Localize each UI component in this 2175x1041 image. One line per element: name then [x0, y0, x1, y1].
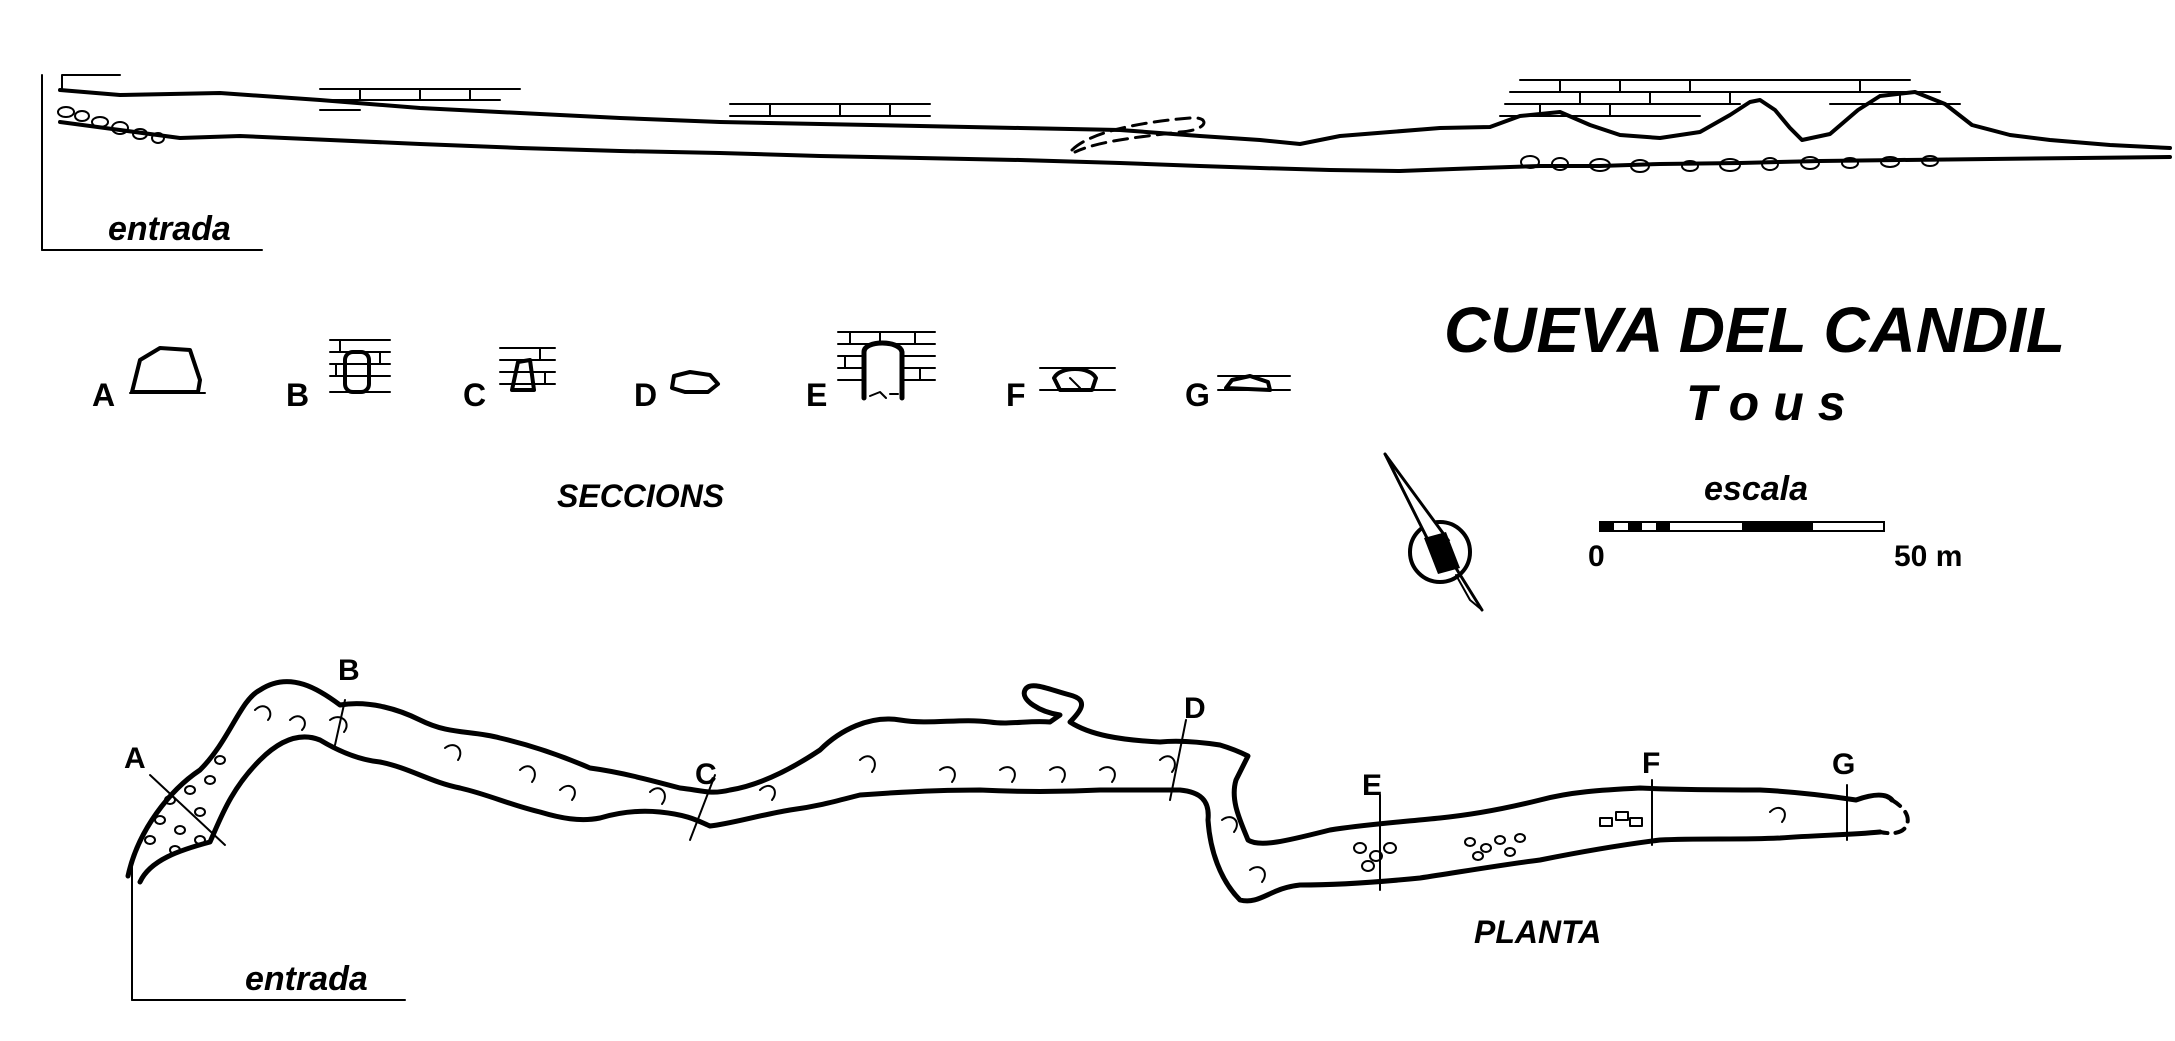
plan-wall-north [125, 679, 1895, 879]
plan-station-letter-d: D [1184, 692, 1206, 725]
sections-heading: SECCIONS [557, 478, 725, 514]
section-shape-c [510, 358, 536, 392]
section-letter-b: B [286, 377, 309, 413]
scale-bar-segment-3 [1656, 522, 1670, 531]
plan-wall-south [137, 734, 1883, 904]
scale-bar-segment-2 [1628, 522, 1642, 531]
title-block: CUEVA DEL CANDIL Tous [1444, 294, 2065, 431]
profile-breakdown-blocks [57, 106, 1939, 173]
section-bedding-c [499, 347, 556, 385]
scale-bar-segment-4 [1742, 522, 1813, 531]
section-letter-e: E [806, 377, 827, 413]
profile-entrance-label: entrada [108, 210, 231, 248]
section-bedding-b [329, 339, 391, 393]
section-shape-b [343, 350, 371, 394]
profile-floor [58, 120, 2172, 173]
plan-view: entrada [124, 654, 1910, 1001]
section-bedding-f [1039, 367, 1116, 391]
section-shape-d [670, 370, 720, 394]
plan-station-letter-b: B [338, 654, 360, 687]
plan-heading: PLANTA [1474, 914, 1601, 950]
scale-bar: escala 0 50 m [1588, 470, 1962, 573]
plan-breakdown-symbols [144, 705, 1786, 883]
section-shape-f [1052, 367, 1098, 392]
scale-label: escala [1704, 470, 1808, 508]
scale-start-label: 0 [1588, 540, 1605, 573]
scale-end-label: 50 m [1894, 540, 1962, 573]
profile-view: entrada [41, 74, 2172, 251]
section-letter-f: F [1006, 377, 1026, 413]
profile-rock-bedding [61, 74, 1961, 117]
plan-passage-end-dashed [1878, 798, 1910, 836]
scale-bar-segment-1 [1600, 522, 1614, 531]
section-letter-a: A [92, 377, 115, 413]
profile-upper-passage-dashed [1070, 116, 1206, 154]
north-arrow-letter: N [1432, 542, 1448, 567]
profile-ceiling [58, 88, 2172, 150]
plan-station-letter-g: G [1832, 748, 1855, 781]
plan-station-letter-e: E [1362, 769, 1382, 802]
plan-station-letter-f: F [1642, 747, 1660, 780]
section-shape-a [130, 346, 202, 394]
section-letter-d: D [634, 377, 657, 413]
north-arrow-icon: N [1383, 452, 1484, 612]
section-shape-e [861, 340, 905, 401]
plan-station-lines [149, 699, 1848, 891]
map-title: CUEVA DEL CANDIL [1444, 294, 2065, 366]
north-arrow-n-shape [1424, 532, 1460, 574]
north-arrow-tail [1455, 574, 1483, 611]
section-bedding-e [837, 331, 936, 381]
section-letter-c: C [463, 377, 486, 413]
map-subtitle: Tous [1686, 375, 1860, 431]
section-letter-g: G [1185, 377, 1210, 413]
sections-view: A B C D E F G SECCIONS [92, 331, 1291, 514]
plan-station-letter-c: C [695, 758, 717, 791]
section-floor-blocks-e [869, 391, 899, 399]
section-shape-g [1224, 374, 1272, 392]
plan-entrance-label: entrada [245, 960, 368, 998]
section-bedding-g [1217, 375, 1291, 391]
plan-station-letter-a: A [124, 742, 146, 775]
north-arrow-compass-circle [1408, 520, 1472, 584]
